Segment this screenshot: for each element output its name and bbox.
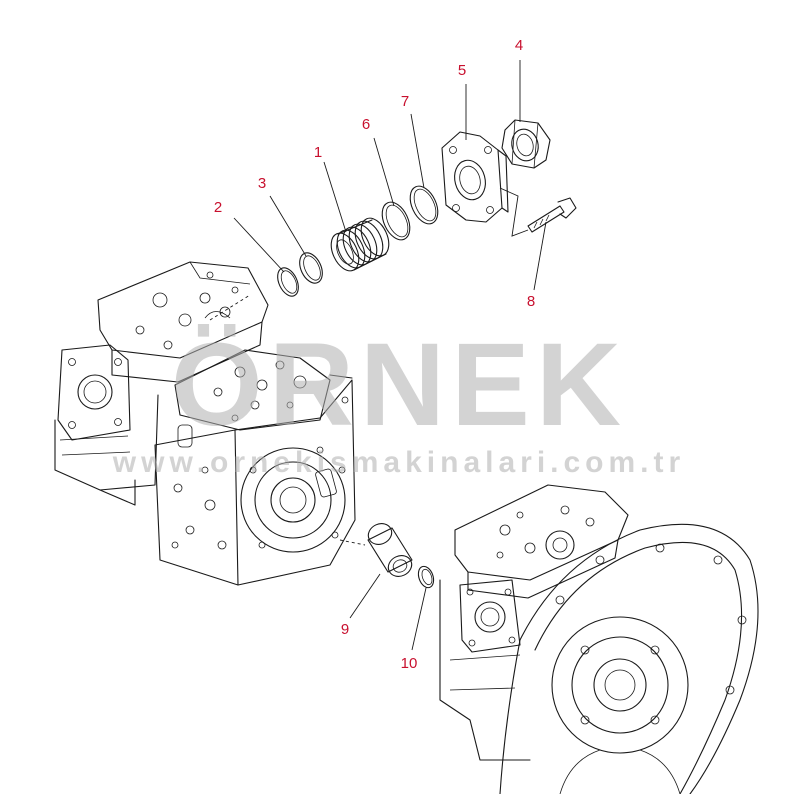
watermark: ÖRNEK www.ornekismakinalari.com.tr xyxy=(112,319,685,479)
callout-labels: 1 2 3 4 5 6 7 8 9 10 xyxy=(214,37,535,672)
callout-10: 10 xyxy=(401,655,418,672)
callout-8: 8 xyxy=(527,293,535,310)
callout-7: 7 xyxy=(401,93,409,110)
pump-assembly-left xyxy=(54,261,356,586)
part-10-o-ring xyxy=(417,565,435,589)
part-7-o-ring xyxy=(409,185,439,225)
callout-3: 3 xyxy=(258,175,266,192)
pump-assembly-right xyxy=(439,484,759,795)
callout-1: 1 xyxy=(314,144,322,161)
callout-2: 2 xyxy=(214,199,222,216)
callout-4: 4 xyxy=(515,37,523,54)
watermark-url: www.ornekismakinalari.com.tr xyxy=(112,446,685,479)
part-1-spring xyxy=(330,217,390,272)
part-4-nut xyxy=(501,119,551,169)
part-2-o-ring xyxy=(277,267,299,297)
callout-9: 9 xyxy=(341,621,349,638)
leader-lines xyxy=(209,60,547,651)
watermark-brand: ÖRNEK xyxy=(171,319,627,451)
part-3-o-ring xyxy=(299,252,323,284)
part-9-sleeve xyxy=(367,523,413,577)
part-8-bolt xyxy=(499,187,577,237)
callout-5: 5 xyxy=(458,62,466,79)
callout-6: 6 xyxy=(362,116,370,133)
part-6-o-ring xyxy=(381,201,411,241)
part-5-flange xyxy=(441,131,509,223)
